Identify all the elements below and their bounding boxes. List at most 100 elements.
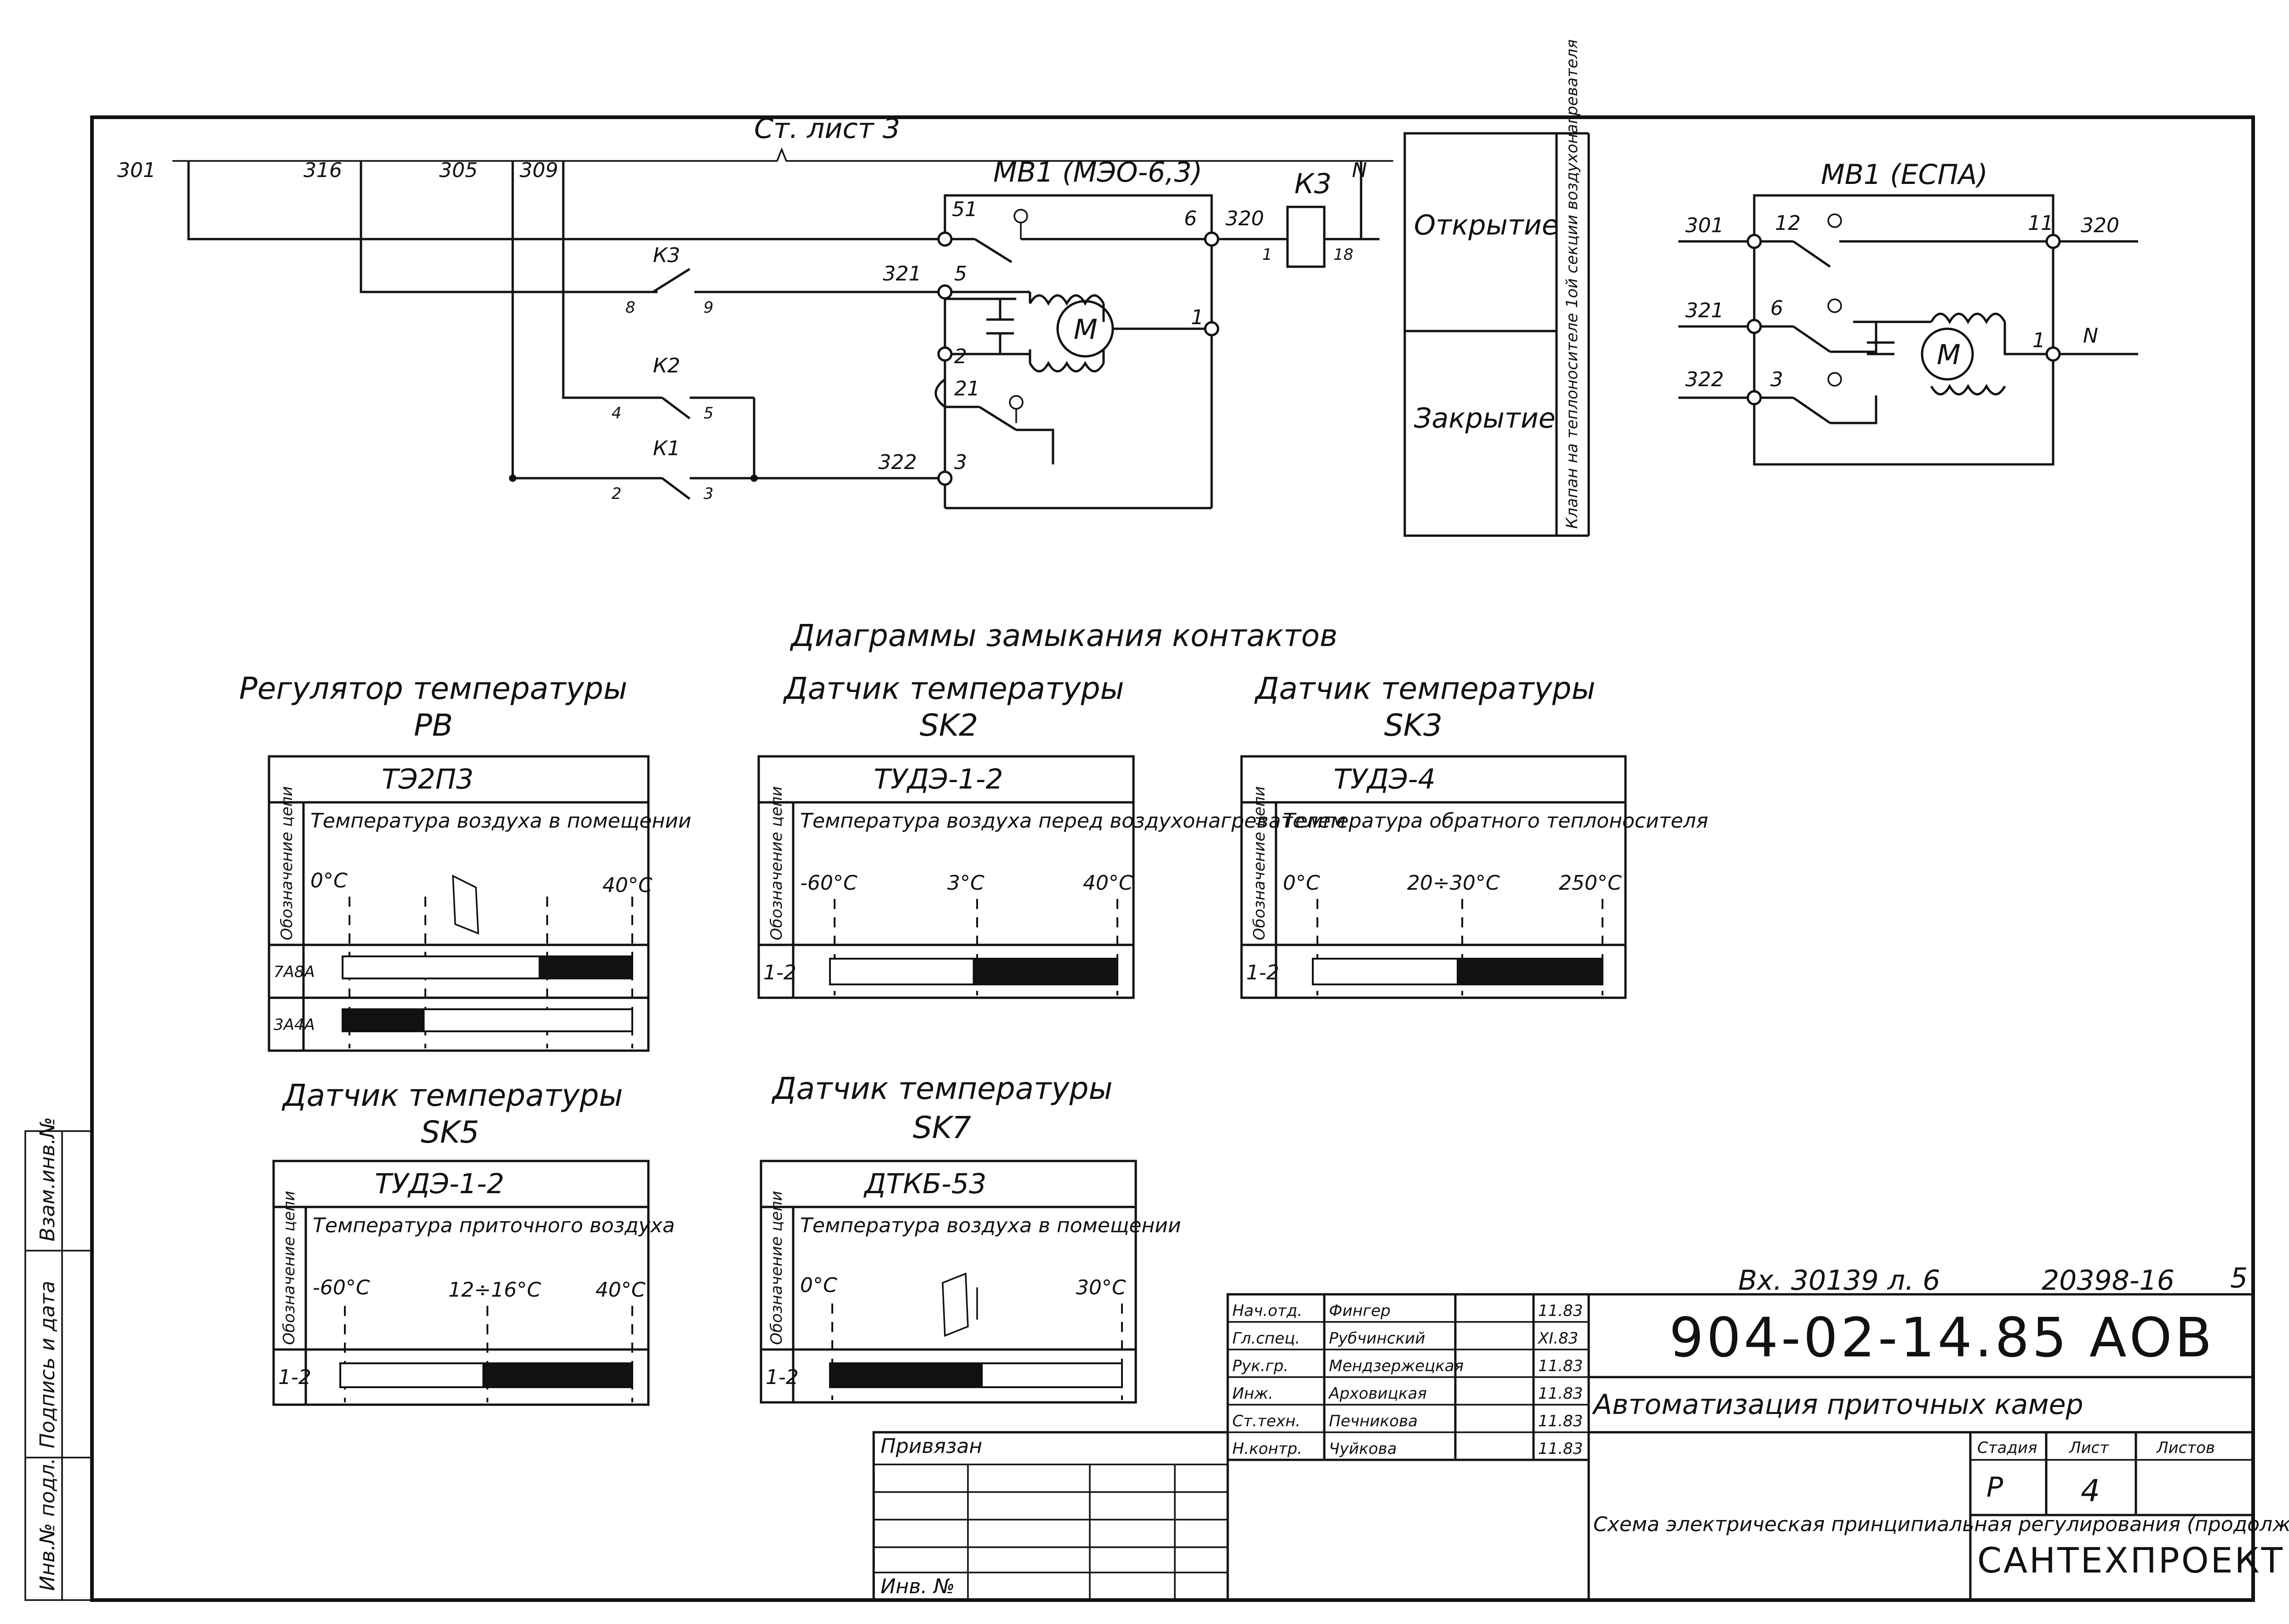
meo-pin-51: 51: [952, 198, 978, 221]
diagram-row-header: Обозначение цепи: [280, 1191, 298, 1345]
contact-diagram: Датчик температуры SK5 ТУДЭ-1-2 Обозначе…: [272, 1078, 675, 1406]
meo-pin-2: 2: [954, 345, 967, 368]
espa-pin-12: 12: [1775, 212, 1801, 235]
diagram-row-header: Обозначение цепи: [278, 786, 296, 940]
wire-309: [562, 161, 625, 399]
sheet-value: 4: [2081, 1473, 2100, 1509]
signature-role: Рук.гр.: [1232, 1357, 1288, 1375]
sheet-title: Схема электрическая принципиальная регул…: [1593, 1513, 2289, 1536]
circuit-320: 320: [1225, 207, 1264, 230]
contact-closed-segment: [829, 1362, 983, 1388]
signature-date: XI.83: [1537, 1329, 1578, 1348]
scale-mid: 12÷16°С: [448, 1278, 541, 1302]
legend-valve-description: Клапан на теплоносителе 1ой секции возду…: [1563, 40, 1581, 529]
diagram-device: ТУДЭ-1-2: [375, 1168, 504, 1200]
wire-305: [511, 161, 625, 480]
meo-pin-6: 6: [1184, 207, 1197, 230]
diagram-device: ТУДЭ-4: [1333, 763, 1436, 795]
contact-closed-segment: [482, 1362, 634, 1388]
scale-max: 250°С: [1559, 871, 1622, 895]
espa-pin-1: 1: [2032, 329, 2045, 352]
espa-circuit-322: 322: [1685, 368, 1724, 391]
k3-pin-9: 9: [704, 298, 714, 317]
diagram-description: Температура воздуха перед воздухонагрева…: [800, 809, 1346, 833]
k2-pin-4: 4: [612, 404, 622, 423]
neutral-label: N: [1352, 159, 1367, 182]
bus-label-316: 316: [303, 159, 342, 182]
signature-name: Арховицкая: [1328, 1384, 1427, 1403]
bus-label-301: 301: [117, 159, 156, 182]
signature-role: Инж.: [1232, 1384, 1273, 1403]
scale-min: 0°С: [310, 869, 348, 892]
signature-name: Печникова: [1329, 1412, 1418, 1430]
scale-min: -60°С: [313, 1276, 370, 1299]
scale-mid: 3°С: [947, 871, 984, 895]
wire-316: [360, 161, 625, 293]
contact-closed-segment: [342, 1008, 425, 1032]
relay-coil-k3: [1286, 206, 1326, 268]
scale-max: 40°С: [595, 1278, 646, 1302]
project-title: Автоматизация приточных камер: [1591, 1389, 2083, 1421]
scale-max: 40°С: [602, 874, 652, 897]
relay-k1-label: К1: [653, 437, 680, 460]
coil-k3-label: К3: [1294, 168, 1332, 200]
wire-301: [187, 161, 945, 240]
page-number: 5: [2230, 1262, 2248, 1294]
meo-pin-5: 5: [954, 262, 967, 286]
diagram-bars: [342, 955, 634, 1032]
relay-k2-label: К2: [653, 354, 680, 377]
coil-pin-18: 18: [1333, 246, 1353, 264]
signature-role: Гл.спец.: [1232, 1329, 1300, 1348]
scale-max: 30°С: [1076, 1276, 1126, 1299]
ref-sheet-label: Ст. лист 3: [754, 113, 900, 145]
motor-espa: [1921, 327, 1974, 381]
bus-label-309: 309: [520, 159, 558, 182]
inventory-number: 20398-16: [2042, 1264, 2175, 1297]
title-block: Вх. 30139 л. 6 20398-16 5 Нач.отд.Фингер…: [872, 1262, 2289, 1601]
diagram-bars: [829, 1362, 1123, 1388]
espa-pin-3: 3: [1770, 368, 1783, 391]
diagram-row-header: Обозначение цепи: [1250, 786, 1269, 940]
row-label: 1-2: [763, 961, 796, 984]
row-label: 1-2: [766, 1366, 799, 1389]
signature-date: 11.83: [1538, 1440, 1583, 1458]
scale-max: 40°С: [1083, 871, 1133, 895]
archive-number: Вх. 30139 л. 6: [1738, 1264, 1940, 1297]
meo-pin-3: 3: [954, 451, 967, 474]
contact-closed-segment: [973, 958, 1118, 985]
contact-closed-segment: [1457, 958, 1603, 985]
diagram-device: ТЭ2П3: [382, 763, 474, 795]
row-label: 3А4А: [274, 1016, 315, 1034]
signature-name: Рубчинский: [1329, 1329, 1425, 1348]
side-label-signature-date: Подпись и дата: [36, 1281, 59, 1448]
document-code: 904-02-14.85 АОВ: [1669, 1306, 2215, 1369]
signature-date: 11.83: [1538, 1412, 1583, 1430]
meo-pin-1: 1: [1191, 306, 1204, 329]
sheets-header: Листов: [2156, 1439, 2215, 1457]
organization: САНТЕХПРОЕКТ: [1977, 1540, 2284, 1581]
espa-neutral: N: [2083, 324, 2098, 348]
schematic-main: Ст. лист 3 301 316 305 309 К3 8 9 К2 4 5…: [117, 113, 1393, 509]
circuit-322: 322: [878, 451, 917, 474]
coil-pin-1: 1: [1262, 246, 1272, 264]
scale-mid: 20÷30°С: [1407, 871, 1500, 895]
signature-role: Н.контр.: [1232, 1440, 1302, 1458]
diagram-tag: SK5: [421, 1115, 479, 1150]
legend-open: Открытие: [1414, 209, 1559, 241]
side-stamp: Взам.инв.№ Подпись и дата Инв.№ подл.: [24, 1117, 93, 1601]
meo-pin-21: 21: [954, 377, 980, 400]
attached-label: Привязан: [881, 1435, 982, 1458]
side-label-original-inv: Инв.№ подл.: [36, 1458, 59, 1591]
diagram-name: Регулятор температуры: [239, 671, 627, 706]
stage-header: Стадия: [1977, 1439, 2037, 1457]
diagram-description: Температура обратного теплоносителя: [1283, 809, 1708, 833]
diagram-description: Температура воздуха в помещении: [800, 1214, 1181, 1237]
row-label: 1-2: [278, 1366, 311, 1389]
diagram-name: Датчик температуры: [783, 671, 1124, 706]
motor-meo-label: М: [1074, 314, 1098, 346]
k1-pin-2: 2: [612, 485, 622, 503]
actuator-meo-label: МВ1 (МЭО-6,3): [993, 156, 1202, 189]
schematic-espa: МВ1 (ЕСПА) 301 12 11 320 321 6 М 1 N 322…: [1678, 159, 2138, 466]
signature-role: Ст.техн.: [1232, 1412, 1300, 1430]
